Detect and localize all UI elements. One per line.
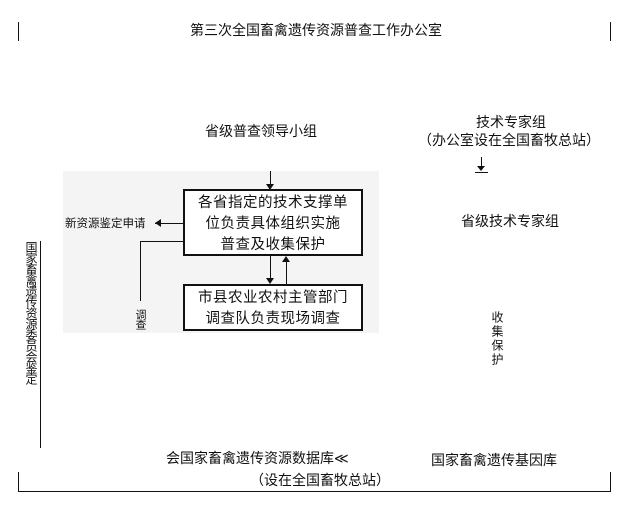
expert-arrowhead: [477, 166, 485, 171]
expert-office-location: （办公室设在全国畜牧总站）: [418, 133, 600, 149]
expert-arrow-base: [475, 172, 488, 173]
collection-protection-vertical: 收集保护: [490, 311, 504, 367]
box1-line-3: 普查及收集保护: [220, 237, 326, 253]
expert-arrow-line: [481, 157, 482, 169]
survey-connector-v: [140, 241, 141, 301]
national-database: 会国家畜禽遗传资源数据库≪: [166, 451, 349, 467]
county-survey-box: 市县农业农村主管部门 调查队负责现场调查: [183, 284, 363, 331]
arrow-box2-to-box1: [286, 258, 287, 284]
arrowhead-up: [282, 256, 290, 262]
expert-group-title: 技术专家组: [476, 115, 546, 131]
technical-support-box: 各省指定的技术支撑单 位负责具体组织实施 普查及收集保护: [183, 189, 363, 256]
bottom-bracket-right: [610, 472, 611, 492]
left-committee-line: [40, 241, 41, 448]
survey-label: 调查: [134, 309, 147, 329]
arrow-box1-to-box2: [270, 256, 271, 282]
box2-line-1: 市县农业农村主管部门: [198, 290, 348, 306]
top-banner: 第三次全国畜禽遗传资源普查工作办公室: [190, 23, 442, 39]
box1-line-2: 位负责具体组织实施: [205, 216, 341, 232]
bottom-bracket-base: [18, 491, 611, 492]
application-arrowhead: [155, 219, 161, 227]
bottom-bracket-left: [18, 472, 19, 492]
survey-connector-h: [140, 241, 183, 242]
provincial-leadership-title: 省级普查领导小组: [205, 124, 317, 140]
arrowhead-down-2: [266, 278, 274, 284]
box1-line-1: 各省指定的技术支撑单: [198, 195, 348, 211]
national-committee-identification: 国家畜禽遗传资源委员会鉴定: [24, 241, 38, 384]
national-gene-bank: 国家畜禽遗传基因库: [431, 453, 557, 469]
provincial-expert-group: 省级技术专家组: [461, 214, 559, 230]
arrowhead-down: [266, 184, 274, 190]
bottom-location: （设在全国畜牧总站）: [250, 473, 390, 489]
box2-line-2: 调查队负责现场调查: [205, 311, 341, 327]
top-bracket-left: [18, 22, 19, 41]
application-arrow-line: [155, 223, 183, 224]
new-resource-application-label: 新资源鉴定申请: [65, 216, 146, 230]
top-bracket-right: [610, 22, 611, 41]
arrow-title-to-box1: [270, 171, 271, 187]
